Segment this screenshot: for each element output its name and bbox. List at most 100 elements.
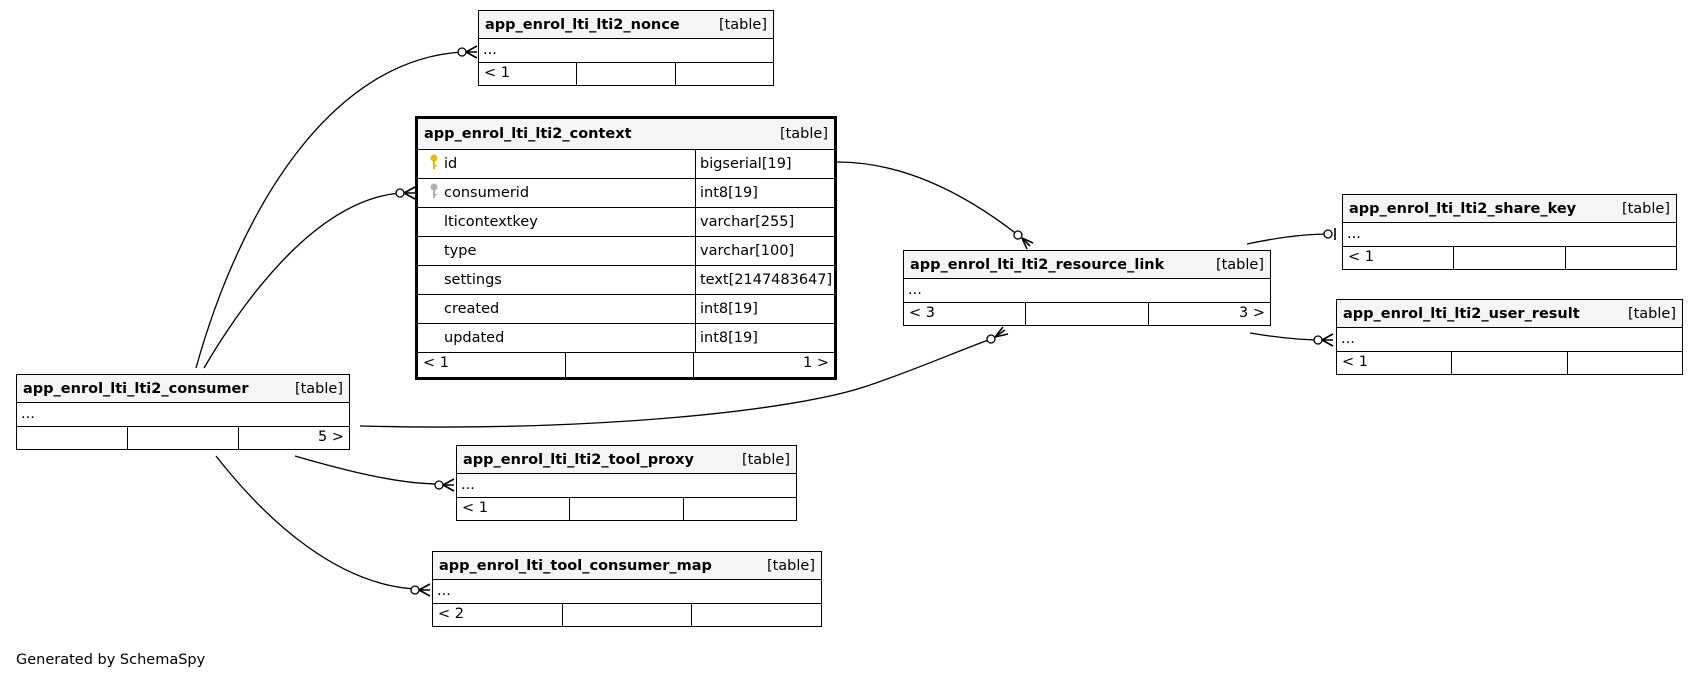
table-footer: < 1	[1343, 247, 1676, 269]
marker-resource-link-bottom-circle	[986, 334, 996, 344]
table-header: app_enrol_lti_lti2_tool_proxy [table]	[457, 446, 796, 474]
table-name: app_enrol_lti_lti2_share_key	[1349, 200, 1577, 217]
parents-count: < 1	[1348, 249, 1374, 265]
marker-share-key-circle	[1323, 229, 1333, 239]
edge-consumer-resource-link	[359, 337, 995, 428]
column-name: updated	[444, 330, 505, 346]
table-header: app_enrol_lti_lti2_share_key [table]	[1343, 195, 1676, 223]
column-name: consumerid	[444, 185, 530, 201]
columns-ellipsis: ...	[433, 580, 821, 604]
columns-ellipsis: ...	[457, 474, 796, 498]
column-row-type[interactable]: type varchar[100]	[418, 237, 834, 266]
table-tool-consumer-map[interactable]: app_enrol_lti_tool_consumer_map [table] …	[432, 551, 822, 627]
parents-count	[17, 427, 127, 449]
primary-key-icon	[424, 154, 444, 174]
footer-middle	[1453, 247, 1564, 269]
table-resource-link[interactable]: app_enrol_lti_lti2_resource_link [table]…	[903, 250, 1271, 326]
table-share-key[interactable]: app_enrol_lti_lti2_share_key [table] ...…	[1342, 194, 1677, 270]
table-user-result[interactable]: app_enrol_lti_lti2_user_result [table] .…	[1336, 299, 1683, 375]
table-name: app_enrol_lti_lti2_resource_link	[910, 256, 1165, 273]
columns-ellipsis: ...	[17, 403, 349, 427]
table-footer: < 1	[479, 63, 773, 85]
column-type: bigserial[19]	[700, 156, 792, 172]
edge-consumer-nonce	[195, 51, 463, 369]
children-count	[682, 498, 796, 520]
table-type-tag: [table]	[1627, 305, 1676, 322]
column-type: varchar[100]	[700, 243, 795, 259]
marker-resource-link-top-circle	[1013, 230, 1023, 240]
column-row-updated[interactable]: updated int8[19]	[418, 324, 834, 353]
table-footer: < 1	[457, 498, 796, 520]
table-context[interactable]: app_enrol_lti_lti2_context [table] id bi…	[415, 116, 837, 380]
table-type-tag: [table]	[1621, 200, 1670, 217]
table-header: app_enrol_lti_lti2_nonce [table]	[479, 11, 773, 39]
column-name: id	[444, 156, 458, 172]
table-name: app_enrol_lti_lti2_nonce	[485, 16, 680, 33]
parents-count: < 1	[1342, 354, 1368, 370]
column-row-created[interactable]: created int8[19]	[418, 295, 834, 324]
table-name: app_enrol_lti_tool_consumer_map	[439, 557, 712, 574]
children-count	[1564, 247, 1676, 269]
table-type-tag: [table]	[294, 380, 343, 397]
footer-middle	[1025, 303, 1147, 325]
children-count: 1 >	[693, 353, 834, 377]
edge-consumer-tool-consumer-map	[215, 455, 417, 590]
columns-ellipsis: ...	[1343, 223, 1676, 247]
column-row-lticontextkey[interactable]: lticontextkey varchar[255]	[418, 208, 834, 237]
table-name: app_enrol_lti_lti2_user_result	[1343, 305, 1580, 322]
column-type: int8[19]	[700, 330, 758, 346]
column-name: settings	[444, 272, 502, 288]
children-count: 5 >	[238, 427, 349, 449]
table-type-tag: [table]	[1215, 256, 1264, 273]
columns-ellipsis: ...	[904, 279, 1270, 303]
table-name: app_enrol_lti_lti2_consumer	[23, 380, 249, 397]
edge-context-resource-link	[836, 161, 1019, 236]
table-tool-proxy[interactable]: app_enrol_lti_lti2_tool_proxy [table] ..…	[456, 445, 797, 521]
column-name: type	[444, 243, 477, 259]
edge-resource-link-share-key	[1246, 233, 1331, 245]
foreign-key-icon	[424, 183, 444, 203]
crowfoot-resource-link-top	[1021, 237, 1034, 250]
table-name: app_enrol_lti_lti2_context	[424, 126, 632, 142]
table-header: app_enrol_lti_lti2_consumer [table]	[17, 375, 349, 403]
table-footer: < 1 1 >	[418, 353, 834, 377]
edge-consumer-tool-proxy	[294, 455, 441, 485]
marker-tool-proxy-circle	[434, 480, 444, 490]
crowfoot-context	[403, 186, 416, 200]
marker-context-circle	[395, 188, 405, 198]
column-type: int8[19]	[700, 301, 758, 317]
table-footer: 5 >	[17, 427, 349, 449]
marker-user-result-circle	[1313, 335, 1323, 345]
table-consumer[interactable]: app_enrol_lti_lti2_consumer [table] ... …	[16, 374, 350, 450]
children-count	[1566, 352, 1682, 374]
column-row-settings[interactable]: settings text[2147483647]	[418, 266, 834, 295]
parents-count: < 1	[462, 500, 488, 516]
parents-count: < 1	[484, 65, 510, 81]
footer-middle	[569, 498, 682, 520]
column-name: created	[444, 301, 500, 317]
table-name: app_enrol_lti_lti2_tool_proxy	[463, 451, 694, 468]
table-type-tag: [table]	[766, 557, 815, 574]
table-footer: < 3 3 >	[904, 303, 1270, 325]
generated-by-note: Generated by SchemaSpy	[16, 652, 206, 668]
footer-middle	[1451, 352, 1566, 374]
column-row-consumerid[interactable]: consumerid int8[19]	[418, 179, 834, 208]
children-count	[674, 63, 773, 85]
parents-count: < 1	[423, 355, 449, 371]
children-count	[691, 604, 821, 626]
table-header: app_enrol_lti_tool_consumer_map [table]	[433, 552, 821, 580]
footer-middle	[561, 604, 692, 626]
marker-nonce-circle	[457, 47, 467, 57]
marker-tool-consumer-map-circle	[410, 585, 420, 595]
crowfoot-tool-consumer-map	[418, 583, 431, 597]
table-type-tag: [table]	[741, 451, 790, 468]
column-row-id[interactable]: id bigserial[19]	[418, 150, 834, 179]
columns-ellipsis: ...	[1337, 328, 1682, 352]
crowfoot-nonce	[465, 45, 478, 59]
footer-middle	[565, 353, 693, 377]
column-name: lticontextkey	[444, 214, 538, 230]
table-type-tag: [table]	[779, 126, 828, 142]
table-nonce[interactable]: app_enrol_lti_lti2_nonce [table] ... < 1	[478, 10, 774, 86]
table-header: app_enrol_lti_lti2_resource_link [table]	[904, 251, 1270, 279]
table-footer: < 1	[1337, 352, 1682, 374]
